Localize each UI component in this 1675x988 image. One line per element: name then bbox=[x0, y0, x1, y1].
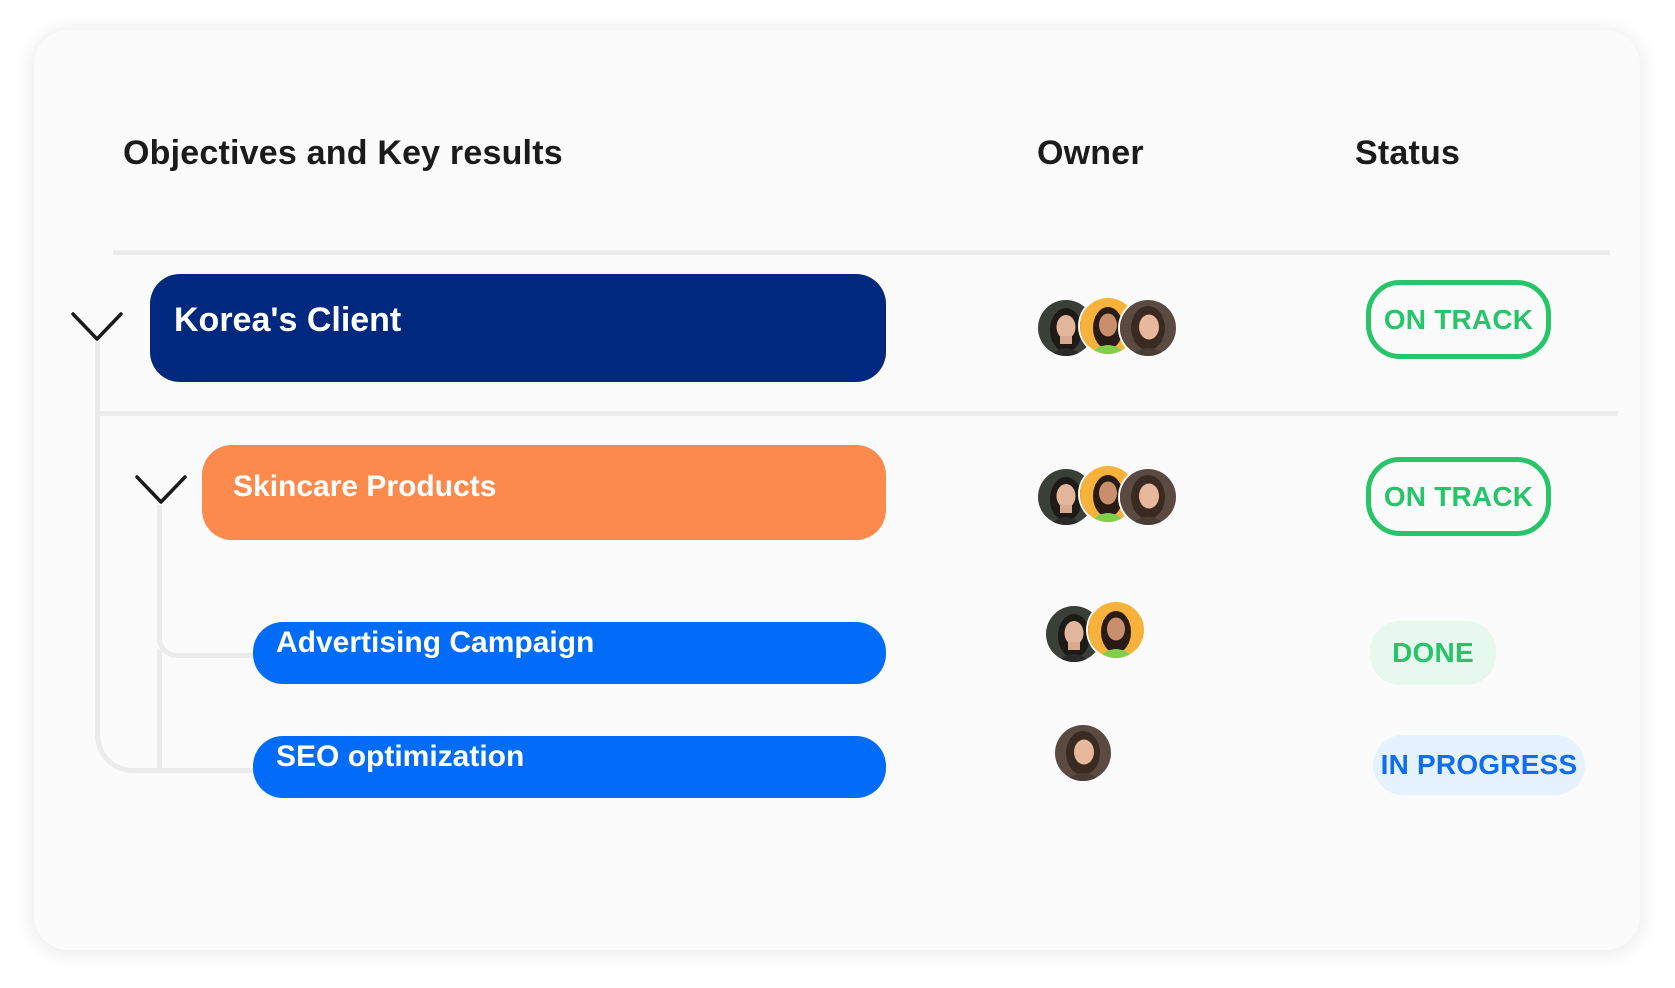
column-header-objectives: Objectives and Key results bbox=[123, 134, 563, 172]
owner-avatar-smiling[interactable] bbox=[1120, 469, 1176, 525]
column-header-status: Status bbox=[1355, 134, 1461, 172]
owner-avatar-yellow[interactable] bbox=[1088, 602, 1144, 658]
tree-connector-objective bbox=[95, 338, 255, 773]
column-header-owner: Owner bbox=[1037, 134, 1144, 172]
status-badge-in-progress[interactable]: IN PROGRESS bbox=[1373, 735, 1585, 795]
owner-avatar-dark[interactable] bbox=[1046, 606, 1102, 662]
task-label: SEO optimization bbox=[276, 740, 525, 773]
task-row-label-seo[interactable]: SEO optimization bbox=[253, 736, 886, 798]
task-row-label-advertising[interactable]: Advertising Campaign bbox=[253, 622, 886, 684]
status-badge-on-track[interactable]: ON TRACK bbox=[1366, 457, 1551, 536]
tree-connector-key-result-tail bbox=[157, 650, 167, 768]
key-result-row-label[interactable]: Skincare Products bbox=[202, 445, 886, 540]
status-badge-on-track[interactable]: ON TRACK bbox=[1366, 280, 1551, 359]
collapse-key-result-chevron-down-icon[interactable] bbox=[134, 473, 188, 507]
objective-label: Korea's Client bbox=[174, 301, 402, 339]
collapse-objective-chevron-down-icon[interactable] bbox=[70, 310, 124, 344]
status-badge-done[interactable]: DONE bbox=[1370, 621, 1496, 685]
tree-connector-key-result bbox=[157, 505, 255, 658]
header-divider bbox=[113, 250, 1610, 255]
objective-row-label[interactable]: Korea's Client bbox=[150, 274, 886, 382]
row-divider bbox=[97, 411, 1618, 416]
owner-avatar-smiling[interactable] bbox=[1055, 725, 1111, 781]
owner-avatar-smiling[interactable] bbox=[1120, 300, 1176, 356]
task-label: Advertising Campaign bbox=[276, 626, 595, 659]
key-result-label: Skincare Products bbox=[233, 470, 497, 503]
